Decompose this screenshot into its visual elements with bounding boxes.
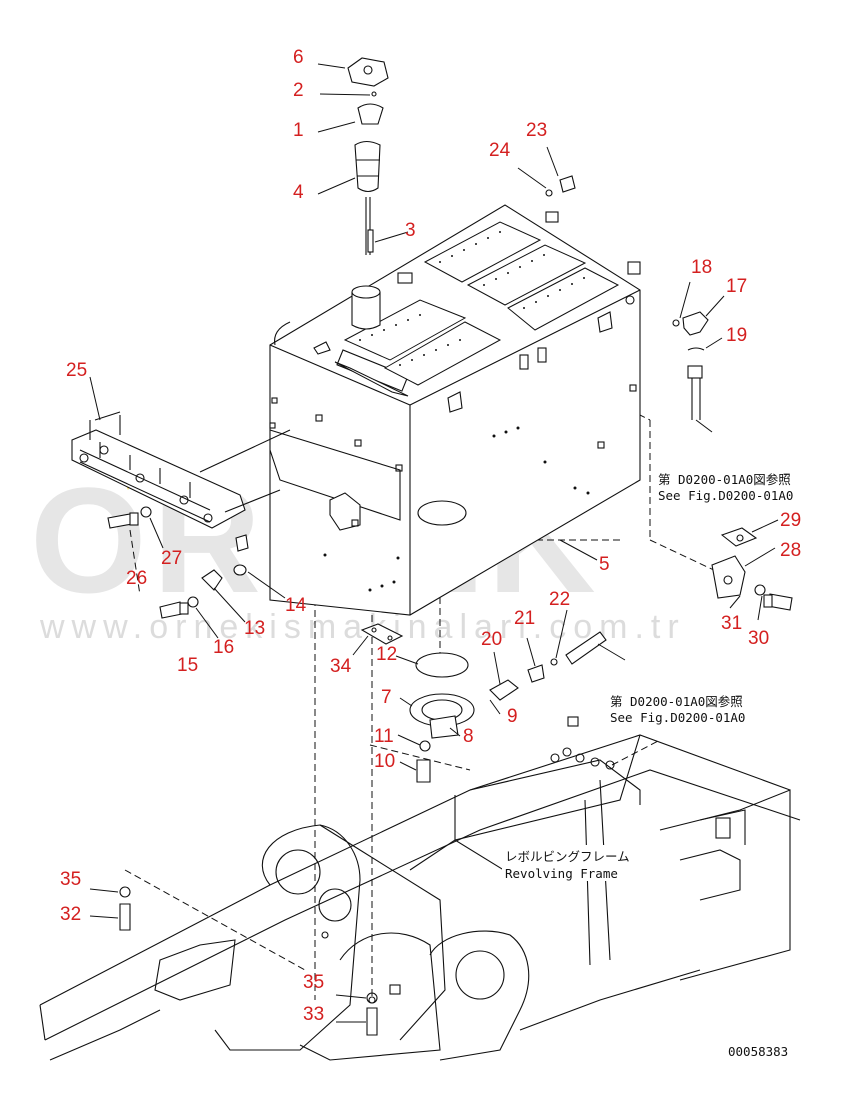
step-assembly <box>71 411 291 529</box>
fuel-tank <box>269 204 641 616</box>
callout-12: 12 <box>376 644 397 665</box>
revolving-frame <box>39 716 801 1061</box>
callout-6: 6 <box>293 47 304 68</box>
callout-9: 9 <box>507 706 518 727</box>
callout-1: 1 <box>293 120 304 141</box>
callout-26: 26 <box>126 568 147 589</box>
reference-note-2-jp: 第 D0200-01A0図参照 <box>610 694 743 709</box>
callout-13: 13 <box>244 618 265 639</box>
left-hardware <box>107 506 249 619</box>
callout-24: 24 <box>489 140 511 161</box>
callout-22: 22 <box>549 589 570 610</box>
callout-numbers: 6 2 1 4 3 23 24 18 17 19 25 29 28 27 26 … <box>60 47 801 1025</box>
callout-23: 23 <box>526 120 547 141</box>
callout-34: 34 <box>330 656 352 677</box>
reference-note-2-en: See Fig.D0200-01A0 <box>610 710 745 725</box>
callout-7: 7 <box>381 687 392 708</box>
callout-5: 5 <box>599 554 610 575</box>
callout-18: 18 <box>691 257 712 278</box>
reference-notes: 第 D0200-01A0図参照 See Fig.D0200-01A0 第 D02… <box>502 472 793 1059</box>
callout-25: 25 <box>66 360 87 381</box>
reference-note-1-jp: 第 D0200-01A0図参照 <box>658 472 791 487</box>
reference-note-1-en: See Fig.D0200-01A0 <box>658 488 793 503</box>
callout-29: 29 <box>780 510 801 531</box>
right-hardware <box>711 527 793 611</box>
callout-16: 16 <box>213 637 234 658</box>
callout-10: 10 <box>374 751 395 772</box>
callout-32: 32 <box>60 904 81 925</box>
callout-21: 21 <box>514 608 535 629</box>
filler-parts <box>347 57 389 255</box>
callout-27: 27 <box>161 548 182 569</box>
callout-19: 19 <box>726 325 747 346</box>
drawing-number: 00058383 <box>728 1044 788 1059</box>
callout-2: 2 <box>293 80 304 101</box>
frame-bolts <box>119 886 378 1036</box>
callout-11: 11 <box>374 726 394 747</box>
callout-30: 30 <box>748 628 769 649</box>
callout-33: 33 <box>303 1004 324 1025</box>
callout-31: 31 <box>721 613 742 634</box>
watermark-url: www.ornekismakinalari.com.tr <box>39 608 686 646</box>
drain-parts <box>360 623 626 783</box>
callout-35-lower: 35 <box>303 972 324 993</box>
callout-35-frame: 35 <box>60 869 81 890</box>
callout-17: 17 <box>726 276 747 297</box>
callout-3: 3 <box>405 220 416 241</box>
leader-lines <box>89 63 779 1023</box>
frame-label-jp: レボルビングフレーム <box>505 849 630 864</box>
frame-label-en: Revolving Frame <box>505 866 618 881</box>
callout-28: 28 <box>780 540 801 561</box>
callout-20: 20 <box>481 629 502 650</box>
fittings <box>545 175 713 433</box>
callout-4: 4 <box>293 182 304 203</box>
callout-14: 14 <box>285 595 307 616</box>
callout-15: 15 <box>177 655 198 676</box>
callout-8: 8 <box>463 726 474 747</box>
